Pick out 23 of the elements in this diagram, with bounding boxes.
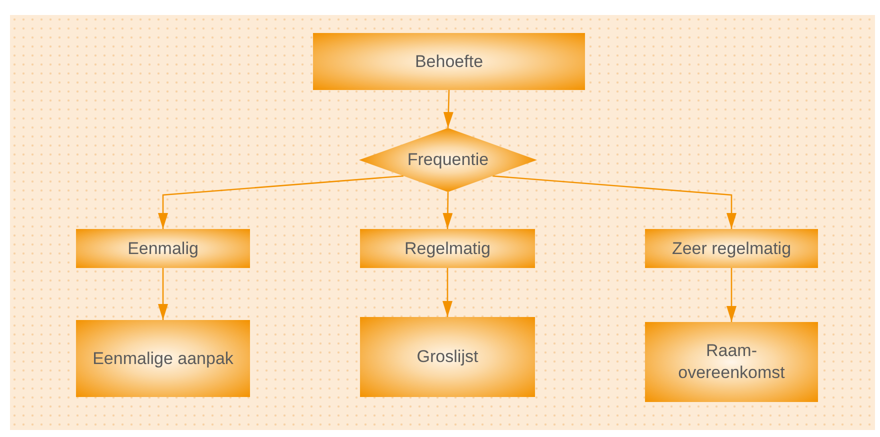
process-box — [76, 320, 250, 397]
node-label: Regelmatig — [404, 238, 490, 260]
process-box — [645, 322, 818, 402]
process-box — [645, 229, 818, 268]
node-label: Raam- overeenkomst — [677, 340, 786, 384]
node-label: Eenmalige aanpak — [92, 348, 234, 370]
decision-diamond — [359, 128, 537, 192]
node-label: Eenmalig — [128, 238, 198, 260]
process-box — [360, 229, 535, 268]
process-box — [76, 229, 250, 268]
node-label: Groslijst — [416, 346, 478, 368]
arrow — [442, 192, 453, 229]
arrow — [158, 175, 404, 229]
node-label: Frequentie — [407, 149, 489, 171]
node-label: Behoefte — [414, 50, 484, 72]
node-label: Zeer regelmatig — [672, 238, 792, 260]
arrow — [492, 175, 736, 229]
process-box — [313, 33, 585, 90]
arrow — [443, 90, 454, 128]
arrow — [158, 268, 168, 320]
process-box — [360, 317, 535, 397]
arrow — [726, 268, 736, 322]
arrow — [442, 268, 452, 317]
